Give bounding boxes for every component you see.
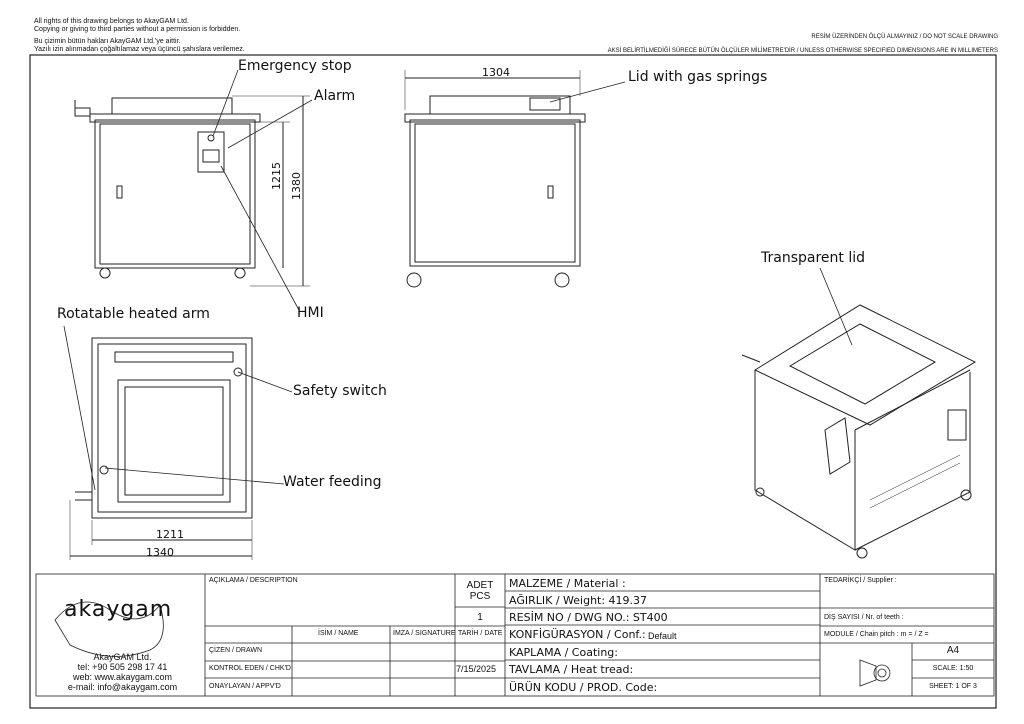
callout-safety-switch: Safety switch: [293, 383, 387, 399]
coating-label: KAPLAMA / Coating:: [509, 646, 618, 659]
pcs-label-1: ADET: [466, 580, 494, 591]
copyright-en-2: Copying or giving to third parties witho…: [34, 26, 241, 33]
signature-col: İMZA / SIGNATURE: [393, 630, 456, 637]
hmi-panel: [197, 131, 225, 173]
dim-1304: 1304: [482, 66, 510, 79]
company-full: AkayGAM Ltd.: [93, 652, 152, 662]
units-note: AKSİ BELİRTİLMEDİĞİ SÜRECE BÜTÜN ÖLÇÜLER…: [607, 48, 998, 54]
module-label: MODULE / Chain pitch : m = / Z =: [824, 631, 929, 638]
weight-label: AĞIRLIK / Weight: 419.37: [509, 594, 648, 607]
teeth-label: DİŞ SAYISI / Nr. of teeth :: [824, 614, 904, 621]
company-web: web: www.akaygam.com: [72, 672, 173, 682]
size-value: A4: [946, 645, 960, 656]
callout-lid-gas-springs: Lid with gas springs: [628, 69, 768, 85]
dim-1340: 1340: [146, 546, 174, 559]
callout-rotatable-arm: Rotatable heated arm: [57, 306, 210, 322]
front-view: [74, 95, 310, 287]
top-view: [69, 337, 253, 560]
copyright-tr-2: Yazılı izin alınmadan çoğaltılamaz veya …: [34, 46, 245, 53]
dim-1215: 1215: [270, 162, 283, 190]
dim-1380: 1380: [290, 172, 303, 200]
company-logo: akaygam: [64, 597, 173, 622]
company-contact: AkayGAM Ltd. tel: +90 505 298 17 41 web:…: [40, 652, 205, 692]
copyright-en-1: All rights of this drawing belongs to Ak…: [34, 18, 189, 25]
dim-1211: 1211: [156, 528, 184, 541]
pcs-value: 1: [477, 612, 483, 623]
approved-label: ONAYLAYAN / APPV'D: [209, 683, 281, 690]
pcs-label-2: PCS: [469, 591, 491, 602]
pcs-header: ADET PCS: [455, 580, 505, 602]
company-tel: tel: +90 505 298 17 41: [77, 662, 168, 672]
supplier-label: TEDARİKÇİ / Supplier :: [824, 577, 897, 584]
top-outline: [91, 337, 253, 519]
copyright-tr-1: Bu çizimin bütün hakları AkayGAM Ltd.'ye…: [34, 38, 181, 45]
callout-emergency-stop: Emergency stop: [238, 58, 352, 74]
sheet-value: SHEET: 1 OF 3: [929, 683, 977, 690]
drawn-label: ÇİZEN / DRAWN: [209, 647, 263, 654]
material-label: MALZEME / Material :: [509, 577, 626, 590]
checked-label: KONTROL EDEN / CHK'D: [209, 665, 291, 672]
front-cabinet: [94, 119, 256, 269]
date-col: TARİH / DATE: [458, 630, 503, 637]
date-value: 7/15/2025: [456, 664, 497, 674]
side-cabinet: [409, 119, 581, 267]
callout-transparent-lid: Transparent lid: [761, 250, 866, 266]
copyright-notes: All rights of this drawing belongs to Ak…: [34, 18, 245, 54]
sheet-border: [29, 54, 997, 709]
description-label: AÇIKLAMA / DESCRIPTION: [209, 577, 298, 584]
isometric-view: [741, 304, 977, 559]
title-block-lines: [35, 573, 995, 697]
scale-note: RESİM ÜZERİNDEN ÖLÇÜ ALMAYINIZ / DO NOT …: [811, 34, 998, 40]
dwg-label: RESİM NO / DWG NO.: ST400: [509, 611, 668, 624]
side-view: [404, 70, 586, 288]
scale-value: SCALE: 1:50: [932, 665, 974, 672]
heat-label: TAVLAMA / Heat tread:: [509, 663, 634, 676]
conf-value: Default: [648, 631, 677, 641]
conf-label: KONFİGÜRASYON / Conf.:: [509, 628, 646, 641]
prod-label: ÜRÜN KODU / PROD. Code:: [509, 681, 658, 694]
callout-hmi: HMI: [297, 305, 324, 321]
callout-alarm: Alarm: [314, 88, 356, 104]
leader-lines: [63, 69, 853, 491]
name-col: İSİM / NAME: [318, 630, 359, 637]
company-email: e-mail: info@akaygam.com: [67, 682, 178, 692]
callout-water-feeding: Water feeding: [283, 474, 382, 490]
